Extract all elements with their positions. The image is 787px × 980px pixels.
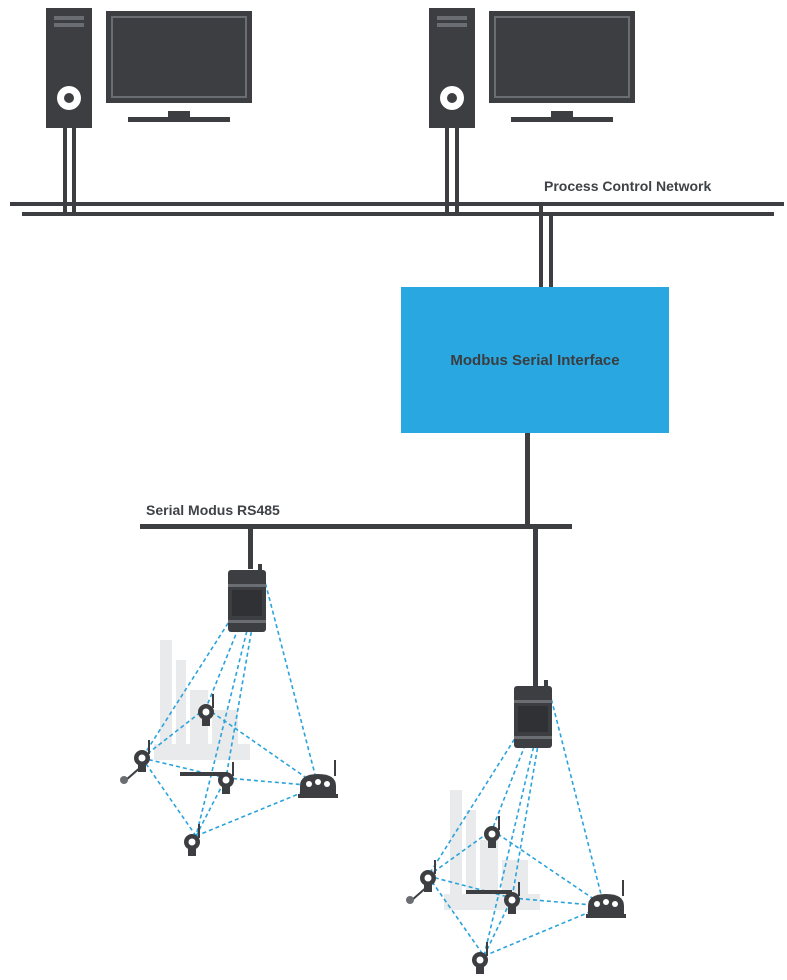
level-transmitter-icon: [586, 880, 626, 918]
monitor-icon: [488, 10, 636, 123]
process-control-network-bus: [10, 202, 784, 216]
interface-drop-line: [525, 433, 530, 525]
modbus-serial-interface: Modbus Serial Interface: [401, 287, 669, 433]
workstation-left: [46, 8, 253, 212]
wireless-gateway-icon: [514, 680, 552, 748]
wireless-cluster-right: [406, 680, 626, 974]
workstation-right: [429, 8, 636, 212]
computer-tower-icon: [46, 8, 92, 128]
modbus-interface-box: [401, 287, 669, 433]
process-control-network-label: Process Control Network: [544, 178, 712, 194]
monitor-icon: [105, 10, 253, 123]
wireless-cluster-left: [120, 564, 338, 856]
wireless-gateway-icon: [228, 564, 266, 632]
level-transmitter-icon: [298, 760, 338, 798]
serial-rs485-bus: [140, 524, 572, 529]
network-drop-to-interface: [539, 206, 553, 288]
serial-drop-left: [248, 529, 253, 569]
computer-tower-icon: [429, 8, 475, 128]
plant-silhouette-icon: [154, 640, 250, 760]
serial-drop-right: [533, 529, 538, 687]
serial-bus-label: Serial Modus RS485: [146, 502, 280, 518]
modbus-serial-interface-label: Modbus Serial Interface: [450, 351, 620, 369]
